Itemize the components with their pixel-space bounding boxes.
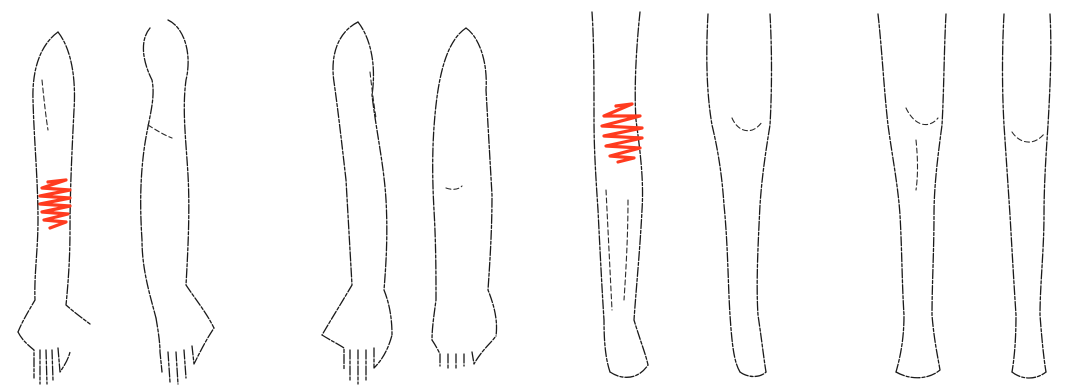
pain-mark-scribble (40, 180, 70, 228)
arm-4-outline (432, 28, 497, 370)
leg-2-outline (707, 14, 772, 377)
arm-1-pain-mark (40, 180, 70, 228)
arm-2-outline (141, 20, 214, 384)
leg-4-outline (1003, 14, 1051, 378)
leg-1-outline (592, 12, 648, 377)
arm-3-outline (322, 22, 392, 384)
leg-3-outline (878, 14, 946, 378)
